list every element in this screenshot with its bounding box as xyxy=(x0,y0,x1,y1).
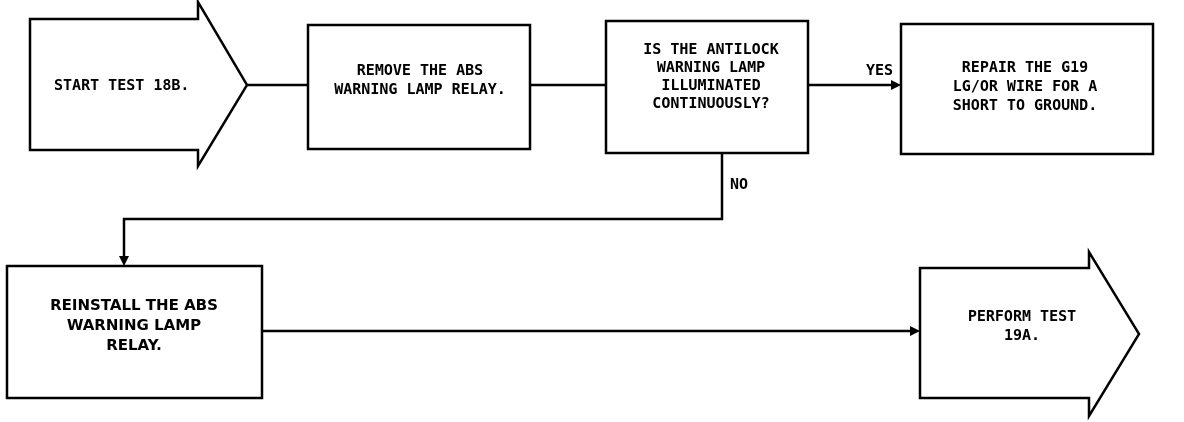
remove-relay-box xyxy=(306,23,532,151)
decision-line-3: ILLUMINATED xyxy=(661,76,760,94)
reinstall-relay-line-2: WARNING LAMP xyxy=(67,316,201,334)
repair-line-2: LG/OR WIRE FOR A xyxy=(953,77,1098,95)
remove-relay-line-2: WARNING LAMP RELAY. xyxy=(334,80,506,98)
perform-line-2: 19A. xyxy=(1004,326,1040,344)
start-label: START TEST 18B. xyxy=(54,76,189,94)
repair-line-3: SHORT TO GROUND. xyxy=(953,96,1098,114)
connectors xyxy=(119,80,920,336)
perform-line-1: PERFORM TEST xyxy=(968,307,1076,325)
edge-decision-to-reinstall-arrowhead xyxy=(119,256,129,266)
yes-label: YES xyxy=(866,61,893,79)
start-arrow-shape xyxy=(28,0,249,171)
no-label: NO xyxy=(730,175,748,193)
remove-relay-node: REMOVE THE ABS WARNING LAMP RELAY. xyxy=(306,23,532,151)
edge-reinstall-to-perform-arrowhead xyxy=(910,326,920,336)
repair-box xyxy=(899,22,1155,156)
reinstall-relay-node: REINSTALL THE ABS WARNING LAMP RELAY. xyxy=(5,264,264,400)
decision-line-1: IS THE ANTILOCK xyxy=(643,40,778,58)
repair-line-1: REPAIR THE G19 xyxy=(962,58,1088,76)
perform-arrow-shape xyxy=(918,247,1141,421)
decision-line-2: WARNING LAMP xyxy=(657,58,765,76)
reinstall-relay-line-3: RELAY. xyxy=(106,336,162,354)
decision-box xyxy=(604,19,810,155)
decision-node: IS THE ANTILOCK WARNING LAMP ILLUMINATED… xyxy=(604,19,810,155)
decision-line-4: CONTINUOUSLY? xyxy=(652,94,769,112)
edge-decision-to-repair-arrowhead xyxy=(891,80,901,90)
edge-decision-to-reinstall xyxy=(122,153,724,258)
reinstall-relay-box xyxy=(5,264,264,400)
repair-node: REPAIR THE G19 LG/OR WIRE FOR A SHORT TO… xyxy=(899,22,1155,156)
remove-relay-line-1: REMOVE THE ABS xyxy=(357,61,483,79)
start-node: START TEST 18B. xyxy=(28,0,249,171)
reinstall-relay-line-1: REINSTALL THE ABS xyxy=(50,296,218,314)
perform-node: PERFORM TEST 19A. xyxy=(918,247,1141,421)
